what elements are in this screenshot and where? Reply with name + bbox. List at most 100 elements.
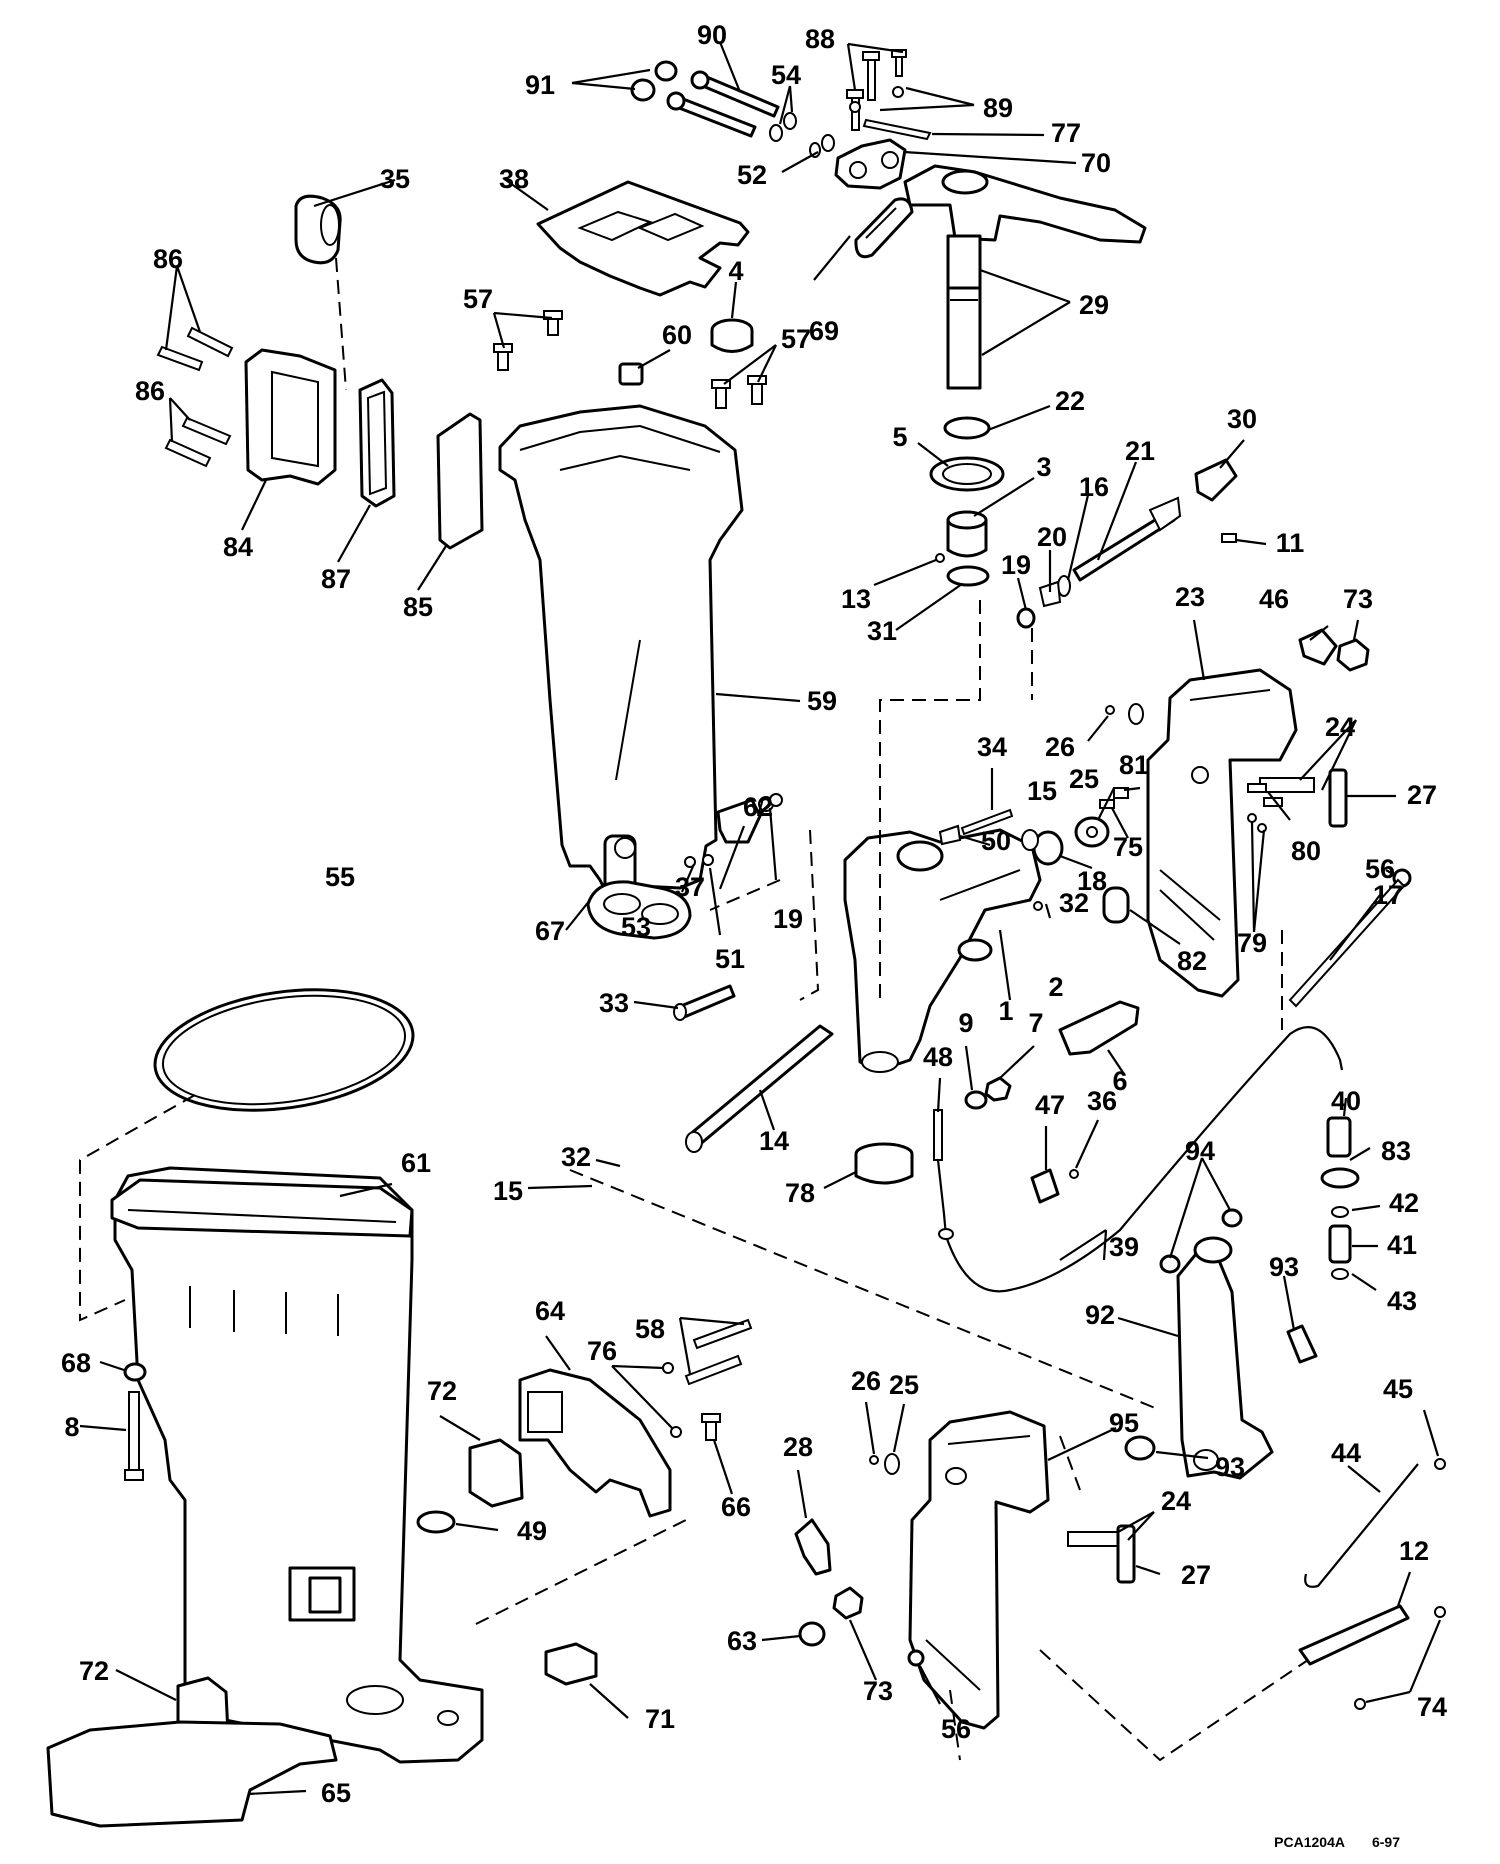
callout-label: 95 — [1109, 1408, 1139, 1438]
callout-label: 9 — [958, 1008, 973, 1038]
callout-label: 1 — [998, 996, 1013, 1026]
part-61-exhaust-housing — [110, 1166, 484, 1764]
callout-label: 38 — [499, 164, 529, 194]
part-26-screw — [869, 1455, 879, 1465]
part-22-ring — [943, 416, 991, 440]
callout-label: 24 — [1325, 712, 1355, 742]
callout-label: 70 — [1081, 148, 1111, 178]
callout-label: 22 — [1055, 386, 1085, 416]
callout-label: 67 — [535, 916, 565, 946]
part-46-clip — [1298, 628, 1338, 666]
part-53-screw — [684, 856, 696, 868]
part-78-bushing — [854, 1142, 914, 1185]
callout-label: 92 — [1085, 1300, 1115, 1330]
callout-label: 79 — [1237, 928, 1267, 958]
callout-label: 36 — [1087, 1086, 1117, 1116]
part-88-screws — [846, 49, 907, 131]
callout-label: 61 — [401, 1148, 431, 1178]
part-32-bushing — [1021, 829, 1039, 851]
part-69-seal — [854, 197, 914, 259]
part-6-clip — [1058, 1000, 1140, 1056]
callout-label: 17 — [1373, 880, 1403, 910]
callout-label: 3 — [1036, 452, 1051, 482]
callout-label: 55 — [325, 862, 355, 892]
callout-label: 81 — [1119, 750, 1149, 780]
callout-label: 26 — [851, 1366, 881, 1396]
part-54-washers — [769, 112, 797, 142]
callout-label: 68 — [61, 1348, 91, 1378]
callout-label: 64 — [535, 1296, 565, 1326]
callout-label: 31 — [867, 616, 897, 646]
callout-label: 74 — [1417, 1692, 1447, 1722]
part-84-cover — [244, 348, 337, 486]
part-49-plug — [416, 1510, 456, 1534]
part-19-fitting — [769, 793, 783, 807]
part-93-pin — [1286, 1324, 1318, 1364]
part-51-washer — [702, 854, 714, 866]
callout-label: 80 — [1291, 836, 1321, 866]
leader-lines — [79, 41, 1442, 1796]
part-73-nut — [1336, 638, 1370, 672]
callout-label: 69 — [809, 316, 839, 346]
callout-label: 47 — [1035, 1090, 1065, 1120]
callout-label: 83 — [1381, 1136, 1411, 1166]
callout-label: 94 — [1185, 1136, 1215, 1166]
part-19-bushing — [1016, 607, 1036, 629]
part-38-gasket — [536, 180, 750, 297]
part-8-bolt — [124, 1391, 144, 1481]
callout-label: 77 — [1051, 118, 1081, 148]
callout-label: 53 — [621, 912, 651, 942]
callout-label: 12 — [1399, 1536, 1429, 1566]
part-59-exhaust-housing — [498, 404, 744, 902]
part-2-screw — [1033, 901, 1043, 911]
callout-label: 5 — [892, 422, 907, 452]
part-29-steering-arm — [903, 164, 1147, 390]
callout-label: 42 — [1389, 1188, 1419, 1218]
part-42-ring — [1331, 1206, 1349, 1218]
callout-label: 73 — [1343, 584, 1373, 614]
callout-label: 33 — [599, 988, 629, 1018]
part-82-plate — [1102, 886, 1130, 924]
part-58-bolts — [684, 1318, 753, 1386]
callout-label: 86 — [135, 376, 165, 406]
callout-label: 56 — [1365, 854, 1395, 884]
part-93-pin — [1124, 1435, 1156, 1461]
callout-label: 25 — [889, 1370, 919, 1400]
part-24-bolt — [1067, 1531, 1119, 1547]
callout-label: 59 — [807, 686, 837, 716]
part-79-washers — [1247, 813, 1267, 833]
part-33-pin — [673, 984, 736, 1021]
callout-label: 32 — [1059, 888, 1089, 918]
callout-label: 7 — [1028, 1008, 1043, 1038]
callout-label: 93 — [1215, 1452, 1245, 1482]
part-87-gasket — [358, 378, 396, 508]
callout-label: 48 — [923, 1042, 953, 1072]
part-20-plate — [1038, 580, 1062, 608]
callout-label: 71 — [645, 1704, 675, 1734]
callout-label: 65 — [321, 1778, 351, 1808]
part-drawings — [46, 49, 1446, 1828]
callout-label: 43 — [1387, 1286, 1417, 1316]
part-5-seal — [929, 456, 1005, 492]
callout-label: 91 — [525, 70, 555, 100]
part-24-bolt — [1259, 777, 1315, 793]
callout-label: 4 — [728, 256, 743, 286]
part-13-screw — [935, 553, 945, 563]
callout-label: 56 — [941, 1714, 971, 1744]
drawing-code: PCA1204A — [1274, 1834, 1345, 1850]
part-68-washer — [123, 1362, 147, 1382]
part-43-ring — [1331, 1268, 1349, 1280]
callout-label: 76 — [587, 1336, 617, 1366]
callout-label: 18 — [1077, 866, 1107, 896]
callout-label: 78 — [785, 1178, 815, 1208]
part-89-washers — [849, 86, 904, 113]
part-27-lever — [1328, 768, 1348, 828]
part-37-part — [716, 798, 762, 844]
part-39-cable — [936, 1026, 1344, 1293]
part-63-cap — [798, 1621, 826, 1647]
part-35-grommet — [294, 194, 342, 265]
callout-label: 49 — [517, 1516, 547, 1546]
part-30-handle — [1194, 458, 1238, 502]
callout-label: 82 — [1177, 946, 1207, 976]
